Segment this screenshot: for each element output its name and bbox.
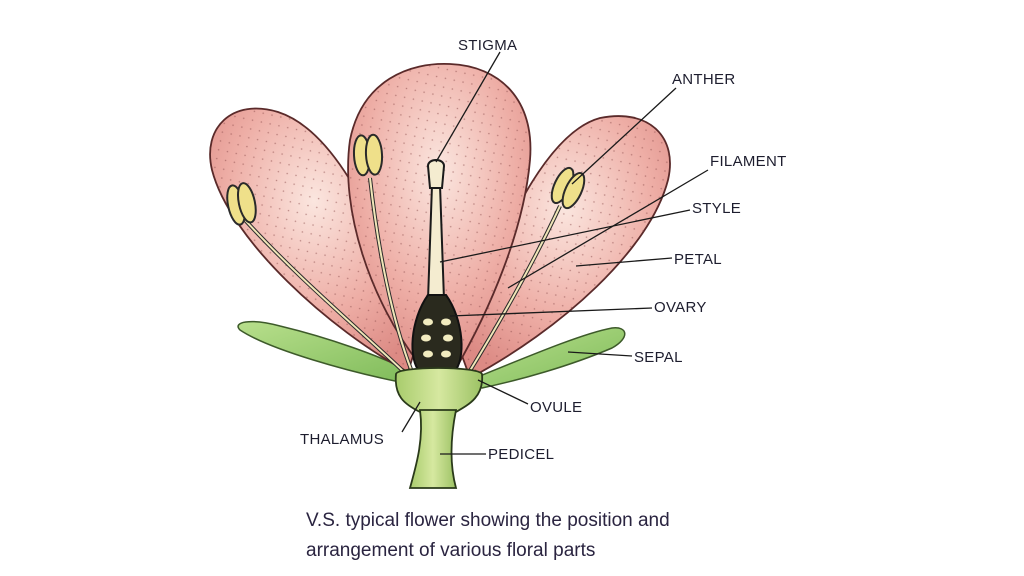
label-thalamus: THALAMUS (300, 431, 384, 448)
label-pedicel: PEDICEL (488, 446, 554, 463)
label-style: STYLE (692, 200, 741, 217)
label-stigma: STIGMA (458, 37, 517, 54)
anther-mid-left (352, 133, 384, 177)
label-petal: PETAL (674, 251, 722, 268)
anther-right (550, 166, 586, 210)
caption-line-2: arrangement of various floral parts (306, 540, 595, 561)
petal-right (460, 116, 671, 378)
leader-lines (401, 51, 709, 455)
caption-line-1: V.S. typical flower showing the position… (306, 510, 670, 531)
sepal-right (468, 327, 626, 389)
filament-left (244, 219, 405, 373)
pedicel (408, 409, 458, 489)
stigma (426, 159, 446, 189)
label-ovary: OVARY (654, 299, 707, 316)
ovules (421, 318, 453, 358)
label-filament: FILAMENT (710, 153, 787, 170)
filament-mid-left (369, 177, 413, 373)
petal-left (210, 108, 418, 373)
label-anther: ANTHER (672, 71, 735, 88)
style (426, 184, 446, 301)
anther-left (226, 182, 257, 226)
label-sepal: SEPAL (634, 349, 683, 366)
label-ovule: OVULE (530, 399, 582, 416)
thalamus (394, 367, 483, 413)
sepal-left (237, 320, 414, 383)
filament-right (467, 205, 561, 375)
